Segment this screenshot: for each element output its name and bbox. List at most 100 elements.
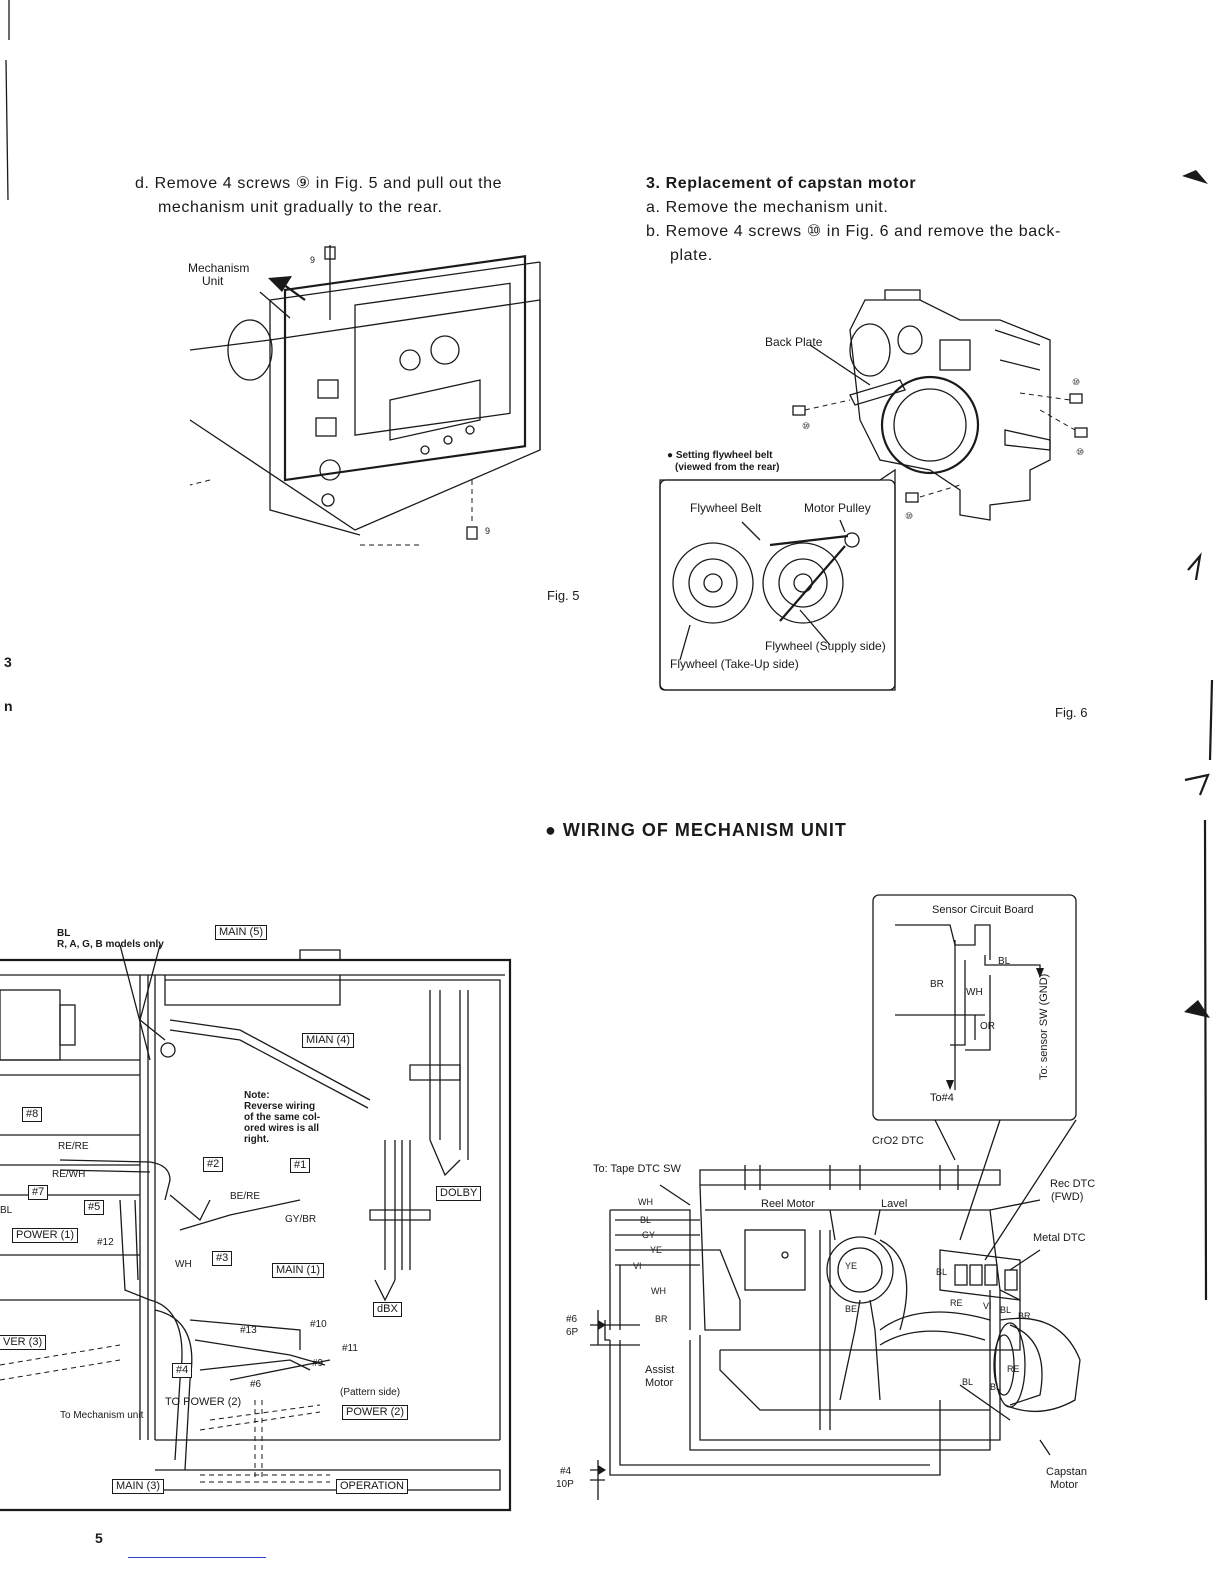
step-b-line2: plate.	[670, 247, 713, 264]
lavel-label: Lavel	[881, 1198, 908, 1210]
step-b-text-b: in Fig. 6 and remove the back-	[826, 223, 1061, 240]
fig6-screw-label-4: ⑩	[905, 511, 914, 521]
to-mech-label: To Mechanism unit	[60, 1410, 144, 1421]
re-wh-label: RE/WH	[52, 1169, 86, 1180]
step-b-text-a: b. Remove 4 screws	[646, 223, 802, 240]
note-line-4: ored wires is all	[244, 1123, 320, 1134]
fig6-flywheel-takeup-label: Flywheel (Take-Up side)	[670, 657, 799, 671]
p10-label: 10P	[556, 1479, 574, 1490]
assist-motor-line2: Motor	[645, 1377, 674, 1389]
operation-box: OPERATION	[336, 1479, 408, 1494]
capstan-motor-line2: Motor	[1050, 1479, 1079, 1491]
n4-right-label: #4	[560, 1466, 572, 1477]
note-line-1: Note:	[244, 1090, 270, 1101]
metal-dtc-label: Metal DTC	[1033, 1232, 1086, 1244]
wiring-right-drawing	[590, 894, 1081, 1500]
to4-label: To#4	[930, 1092, 954, 1104]
note-line-2: Reverse wiring	[244, 1101, 316, 1112]
assist-motor-line1: Assist	[645, 1364, 675, 1376]
cro2-dtc-label: CrO2 DTC	[872, 1135, 924, 1147]
mian4-box: MIAN (4)	[302, 1033, 354, 1048]
capstan-bl2-label: BL	[990, 1382, 1002, 1392]
screw-10-symbol: ⑩	[806, 223, 822, 240]
bl-note-line1: BL	[57, 928, 71, 939]
n5-box: #5	[84, 1200, 105, 1215]
bl-left-label: BL	[0, 1205, 13, 1216]
pattern-side-label: (Pattern side)	[340, 1387, 401, 1398]
dbx-box: dBX	[373, 1302, 402, 1317]
capstan-heading: 3. Replacement of capstan motor	[646, 175, 917, 192]
wire-wh-label: WH	[638, 1197, 653, 1207]
step-d-text-a: d. Remove 4 screws	[135, 175, 291, 192]
fig6-setting-line2: (viewed from the rear)	[675, 462, 780, 473]
n10-label: #10	[310, 1319, 327, 1330]
step-b-line1: b. Remove 4 screws ⑩ in Fig. 6 and remov…	[646, 220, 1061, 244]
fig6-screw-label-3: ⑩	[802, 421, 811, 431]
fig6-setting-line1: ● Setting flywheel belt	[667, 450, 773, 461]
wire-ye-label: YE	[650, 1245, 663, 1255]
note-line-5: right.	[244, 1134, 269, 1145]
step-d-text-b: in Fig. 5 and pull out the	[315, 175, 503, 192]
sensor-wh-label: WH	[966, 987, 983, 998]
fig6-drawing	[659, 289, 1088, 691]
page-number: 5	[95, 1530, 103, 1546]
wiring-heading: ● WIRING OF MECHANISM UNIT	[545, 820, 847, 840]
sensor-or-label: OR	[980, 1021, 995, 1032]
assist-br-label: BR	[655, 1314, 668, 1324]
fig6-back-plate-label: Back Plate	[765, 335, 823, 349]
note-line-3: of the same col-	[244, 1112, 321, 1123]
fig5-caption: Fig. 5	[547, 588, 580, 603]
reel-be-label: BE	[845, 1304, 858, 1314]
binding-mark-right	[1184, 679, 1214, 1301]
n7-box: #7	[28, 1185, 49, 1200]
capstan-re-label: RE	[1007, 1364, 1020, 1374]
power3-box: VER (3)	[0, 1335, 47, 1350]
n13-label: #13	[240, 1325, 257, 1336]
fig6-screw-label-1: ⑩	[1072, 377, 1081, 387]
n9-label: #9	[312, 1358, 324, 1369]
fig6-flywheel-belt-label: Flywheel Belt	[690, 501, 762, 515]
binding-mark-left	[5, 0, 10, 201]
n1-box: #1	[290, 1158, 311, 1173]
fig6-screw-label-2: ⑩	[1076, 447, 1085, 457]
reel-motor-label: Reel Motor	[761, 1198, 815, 1210]
gy-br-label: GY/BR	[285, 1214, 317, 1225]
fig5-unit-label: Unit	[202, 274, 224, 288]
main5-box: MAIN (5)	[215, 925, 267, 940]
margin-char-1: 3	[4, 654, 12, 670]
dolby-box: DOLBY	[436, 1186, 482, 1201]
dtc-vi-label: VI	[983, 1301, 992, 1311]
main1-box: MAIN (1)	[272, 1263, 324, 1278]
margin-char-2: n	[4, 698, 13, 714]
sensor-board-label: Sensor Circuit Board	[932, 904, 1034, 916]
dtc-br-label: BR	[1018, 1311, 1031, 1321]
step-a: a. Remove the mechanism unit.	[646, 199, 889, 216]
to-tape-dtc-label: To: Tape DTC SW	[593, 1163, 681, 1175]
to-power2-label: TO POWER (2)	[165, 1396, 242, 1408]
step-d-line2: mechanism unit gradually to the rear.	[158, 199, 443, 216]
n11-label: #11	[342, 1343, 358, 1354]
dtc-bl2-label: BL	[1000, 1305, 1012, 1315]
capstan-motor-line1: Capstan	[1046, 1466, 1087, 1478]
wiring-left-drawing	[0, 944, 512, 1512]
rec-dtc-line1: Rec DTC	[1050, 1178, 1096, 1190]
binding-arrow-1	[1182, 170, 1208, 184]
p6-label: 6P	[566, 1327, 579, 1338]
power1-box: POWER (1)	[12, 1228, 79, 1243]
fig6-flywheel-supply-label: Flywheel (Supply side)	[765, 639, 886, 653]
main3-box: MAIN (3)	[112, 1479, 164, 1494]
reel-ye-label: YE	[845, 1261, 858, 1271]
fig5-drawing	[189, 245, 541, 546]
assist-wh-label: WH	[651, 1286, 666, 1296]
rec-dtc-line2: (FWD)	[1051, 1191, 1084, 1203]
n12-label: #12	[97, 1237, 114, 1248]
fig5-screw-top-label: 9	[310, 255, 316, 265]
binding-arrow-2	[1184, 1000, 1210, 1018]
be-re-label: BE/RE	[230, 1191, 261, 1202]
sensor-br-label: BR	[930, 979, 944, 990]
n3-box: #3	[212, 1251, 233, 1266]
n6-label: #6	[250, 1379, 262, 1390]
wh-left-label: WH	[175, 1259, 192, 1270]
n6-right-label: #6	[566, 1314, 578, 1325]
fig5-screw-bottom-label: 9	[485, 526, 491, 536]
